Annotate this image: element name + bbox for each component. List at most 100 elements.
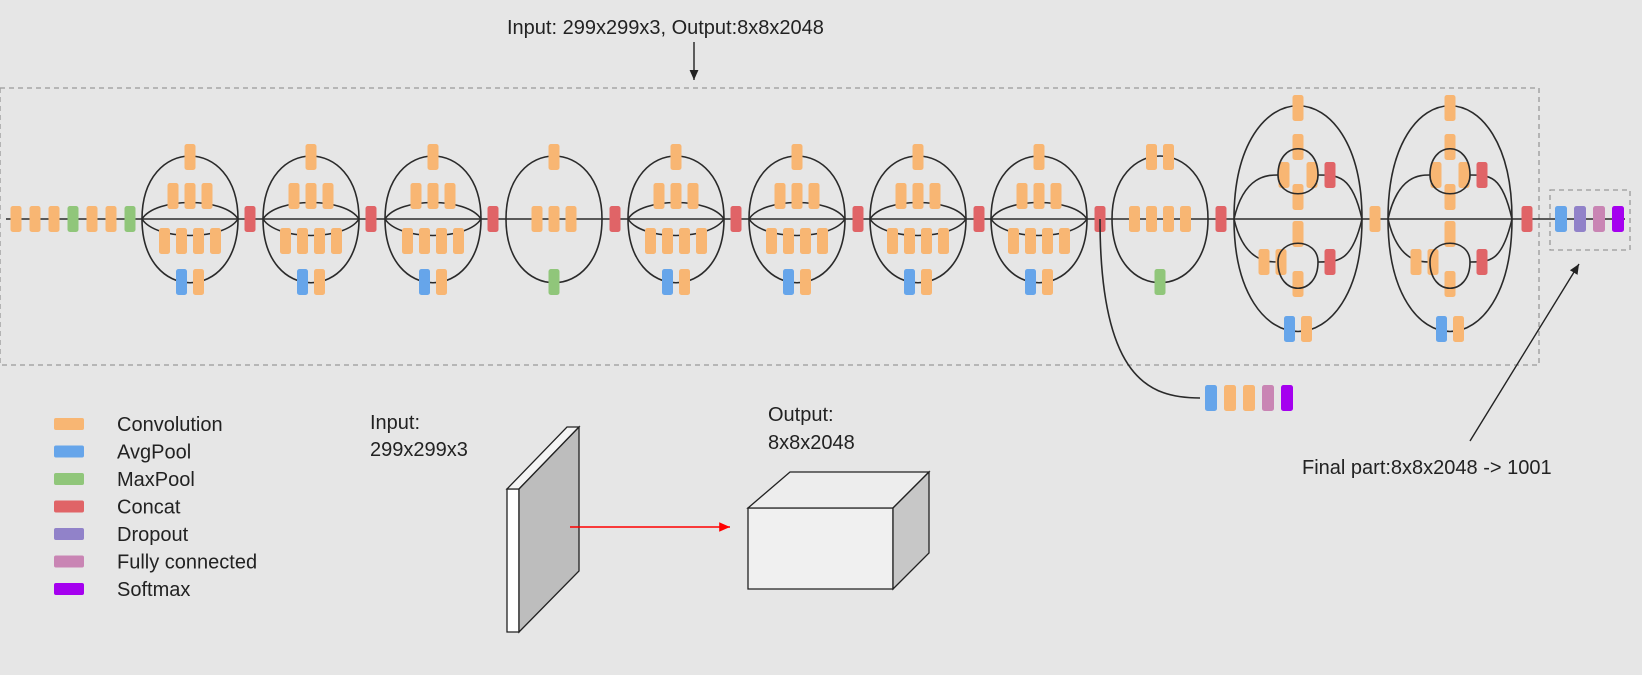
aux-convolution-layer bbox=[1224, 385, 1236, 411]
stem-convolution-layer bbox=[10, 206, 22, 232]
convolution-layer bbox=[1458, 162, 1470, 188]
branch-convolution bbox=[297, 228, 308, 254]
stem-maxpool-layer bbox=[124, 206, 136, 232]
branch-convolution bbox=[774, 183, 786, 209]
nested-connector bbox=[1277, 148, 1319, 176]
branch-convolution bbox=[184, 183, 196, 209]
branch-convolution bbox=[322, 183, 334, 209]
branch-convolution bbox=[895, 183, 907, 209]
final-part-pointer-arrow bbox=[1469, 263, 1580, 442]
branch-convolution bbox=[921, 228, 932, 254]
transition-convolution bbox=[1369, 206, 1381, 232]
branch-convolution bbox=[210, 228, 221, 254]
legend: ConvolutionAvgPoolMaxPoolConcatDropoutFu… bbox=[54, 414, 257, 601]
branch-convolution bbox=[1301, 316, 1312, 342]
aux-head-connector bbox=[1099, 218, 1201, 399]
branch-convolution bbox=[193, 269, 204, 295]
branch-convolution bbox=[1025, 228, 1036, 254]
branch-convolution bbox=[565, 206, 577, 232]
branch-convolution bbox=[1016, 183, 1028, 209]
concat-layer bbox=[973, 206, 985, 232]
branch-convolution bbox=[1163, 144, 1174, 170]
nested-connector bbox=[1429, 148, 1471, 176]
branch-convolution bbox=[280, 228, 291, 254]
branch-bottom-connector bbox=[627, 218, 725, 284]
branch-convolution bbox=[331, 228, 342, 254]
branch-bottom-connector bbox=[748, 218, 846, 284]
branch-convolution bbox=[548, 144, 560, 170]
branch-convolution bbox=[904, 228, 915, 254]
branch-convolution bbox=[1146, 144, 1157, 170]
branch-convolution bbox=[653, 183, 665, 209]
convolution-layer bbox=[1292, 134, 1304, 160]
output-cube-front bbox=[747, 507, 894, 590]
stem-convolution-layer bbox=[29, 206, 41, 232]
branch-convolution bbox=[314, 269, 325, 295]
branch-convolution bbox=[193, 228, 204, 254]
branch-convolution bbox=[912, 183, 924, 209]
branch-bottom-connector bbox=[869, 218, 967, 284]
convolution-layer bbox=[1278, 162, 1290, 188]
branch-convolution bbox=[1453, 316, 1464, 342]
convolution-layer bbox=[1444, 221, 1456, 247]
branch-convolution bbox=[817, 228, 828, 254]
input-slab-side bbox=[518, 425, 580, 634]
nested-connector bbox=[1277, 242, 1319, 263]
branch-convolution bbox=[444, 183, 456, 209]
branch-convolution bbox=[783, 228, 794, 254]
nested-concat-layer bbox=[1324, 162, 1336, 188]
branch-convolution bbox=[288, 183, 300, 209]
branch-convolution bbox=[938, 228, 949, 254]
nested-concat-layer bbox=[1476, 162, 1488, 188]
branch-convolution bbox=[662, 228, 673, 254]
branch-convolution bbox=[436, 269, 447, 295]
output-label-line2: 8x8x2048 bbox=[768, 432, 855, 454]
nested-concat-layer bbox=[1324, 249, 1336, 275]
branch-convolution bbox=[912, 144, 924, 170]
branch-bottom-connector bbox=[1233, 218, 1363, 333]
branch-convolution bbox=[645, 228, 656, 254]
branch-avgpool bbox=[419, 269, 430, 295]
aux-convolution-layer bbox=[1243, 385, 1255, 411]
branch-convolution bbox=[1180, 206, 1191, 232]
branch-mid-connector bbox=[262, 218, 360, 237]
aux-fully-connected-layer bbox=[1262, 385, 1274, 411]
input-label-line2: 299x299x3 bbox=[370, 439, 468, 461]
branch-convolution bbox=[679, 228, 690, 254]
legend-swatch-convolution bbox=[54, 418, 84, 430]
branch-convolution bbox=[1129, 206, 1140, 232]
branch-convolution bbox=[201, 183, 213, 209]
input-slab-front bbox=[506, 488, 520, 633]
branch-convolution bbox=[670, 144, 682, 170]
convolution-layer bbox=[1410, 249, 1422, 275]
nested-connector bbox=[1277, 174, 1319, 195]
stem-convolution-layer bbox=[48, 206, 60, 232]
branch-bottom-connector bbox=[262, 218, 360, 284]
nested-connector bbox=[1233, 174, 1279, 220]
nested-connector bbox=[1317, 218, 1363, 263]
branch-bottom-connector bbox=[384, 218, 482, 284]
branch-convolution bbox=[314, 228, 325, 254]
convolution-layer bbox=[1292, 271, 1304, 297]
branch-bottom-connector bbox=[141, 218, 239, 284]
branch-convolution bbox=[887, 228, 898, 254]
legend-swatch-dropout bbox=[54, 528, 84, 540]
stem-convolution-layer bbox=[86, 206, 98, 232]
final-part-label: Final part:8x8x2048 -> 1001 bbox=[1302, 457, 1552, 479]
convolution-layer bbox=[1444, 271, 1456, 297]
branch-avgpool bbox=[904, 269, 915, 295]
branch-convolution bbox=[402, 228, 413, 254]
branch-convolution bbox=[453, 228, 464, 254]
legend-label-softmax: Softmax bbox=[117, 579, 190, 601]
final-part-box bbox=[1549, 189, 1631, 251]
nested-connector bbox=[1429, 242, 1471, 263]
nested-concat-layer bbox=[1476, 249, 1488, 275]
branch-convolution bbox=[800, 269, 811, 295]
nested-connector bbox=[1387, 174, 1431, 220]
nested-connector bbox=[1277, 261, 1319, 289]
concat-layer bbox=[365, 206, 377, 232]
network-io-label: Input: 299x299x3, Output:8x8x2048 bbox=[507, 17, 824, 39]
legend-label-convolution: Convolution bbox=[117, 414, 223, 436]
branch-convolution bbox=[427, 144, 439, 170]
